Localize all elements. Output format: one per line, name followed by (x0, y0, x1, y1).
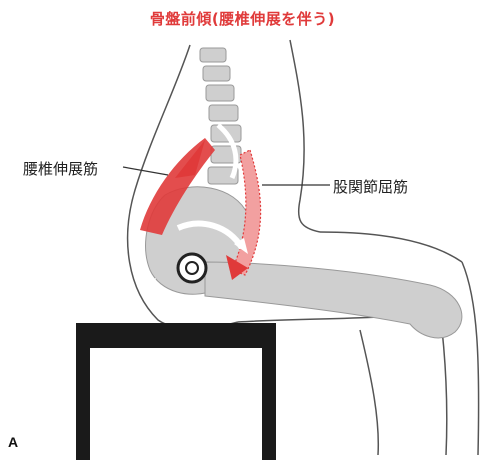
leader-lumbar (123, 167, 168, 175)
vertebra (206, 85, 234, 101)
label-lumbar-extensors: 腰椎伸展筋 (23, 158, 98, 179)
vertebra (200, 48, 226, 62)
chair-leg-right (262, 348, 276, 460)
calf-outline (360, 330, 378, 455)
chair-leg-left (76, 348, 90, 460)
label-hip-flexors: 股関節屈筋 (333, 176, 408, 197)
vertebra (203, 66, 230, 81)
chair-back-panel (76, 336, 276, 348)
chair-seat (76, 323, 276, 336)
diagram-title: 骨盤前傾(腰椎伸展を伴う) (0, 8, 485, 29)
vertebra (209, 105, 238, 121)
panel-letter: A (8, 434, 18, 450)
hip-joint-center (186, 262, 198, 274)
chair (76, 323, 276, 460)
body-outline-front (290, 40, 320, 232)
